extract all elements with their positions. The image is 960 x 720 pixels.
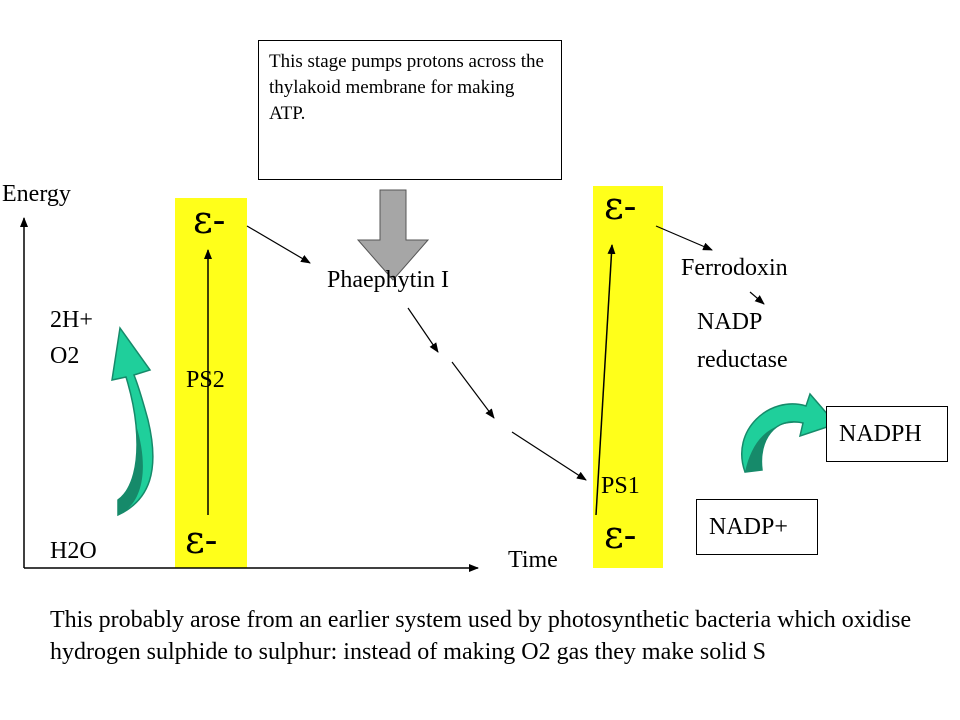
curved-arrow-nadph-icon [741, 392, 838, 473]
ps1-excitation-arrow [595, 244, 616, 516]
nadp-reductase-label-line1: NADP [697, 309, 763, 335]
caption-text: This probably arose from an earlier syst… [50, 607, 912, 665]
ps2-bar [175, 198, 247, 568]
proton-pump-note-text: This stage pumps protons across the thyl… [269, 51, 544, 124]
ps2-electron-low: ε- [185, 518, 218, 562]
nadph-label: NADPH [839, 421, 922, 447]
ps1-electron-high: ε- [604, 184, 637, 228]
curved-arrow-icon [111, 326, 154, 517]
nadp-plus-box: NADP+ [696, 499, 818, 555]
nadph-box: NADPH [826, 406, 948, 462]
water-label: H2O [50, 538, 97, 564]
nadp-plus-label: NADP+ [709, 514, 788, 540]
ps1-electron-low: ε- [604, 513, 637, 557]
protons-label: 2H+ [50, 307, 93, 333]
energy-axis-label: Energy [2, 181, 71, 207]
block-down-arrow-icon [356, 189, 430, 281]
chain-arrow-3 [511, 431, 587, 481]
chain-arrow-2 [451, 361, 495, 419]
ferrodoxin-label: Ferrodoxin [681, 255, 788, 281]
proton-pump-note-box: This stage pumps protons across the thyl… [258, 40, 562, 180]
chain-arrow-1 [407, 307, 439, 353]
ps2-electron-high: ε- [193, 198, 226, 242]
nadp-reductase-label-line2: reductase [697, 347, 788, 373]
ps1-label: PS1 [601, 473, 640, 499]
oxygen-label: O2 [50, 343, 80, 369]
arrow-to-ferrodoxin [655, 225, 713, 251]
phaephytin-label: Phaephytin I [327, 267, 449, 293]
arrow-to-reductase [749, 291, 765, 305]
arrow-to-phaephytin [246, 225, 311, 264]
ps2-label: PS2 [186, 367, 225, 393]
time-axis-label: Time [508, 547, 558, 573]
